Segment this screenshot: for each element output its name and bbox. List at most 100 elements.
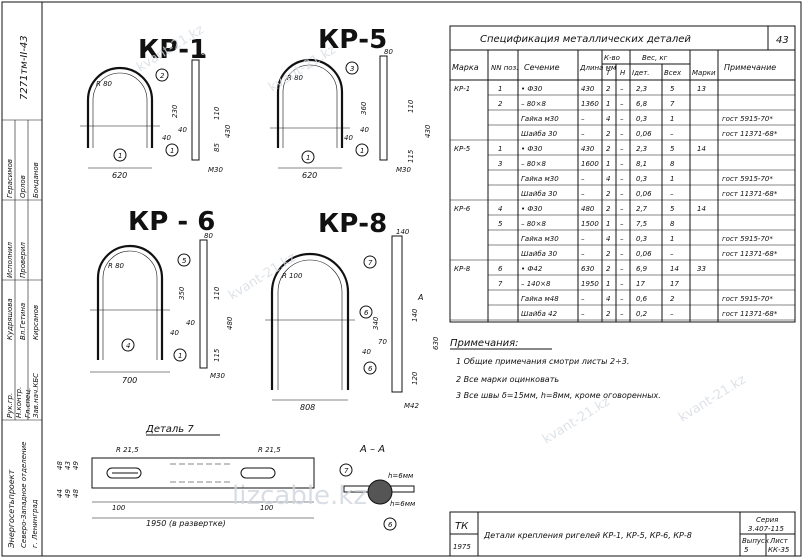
kr6-callout xyxy=(173,348,187,362)
kr5-d1: 40 xyxy=(360,126,369,134)
note-item: 1 Общие примечания смотри листы 2÷3. xyxy=(456,357,629,366)
detail7-slot-left xyxy=(106,467,142,479)
title-caption: Детали крепления ригелей КР-1, КР-5, КР-… xyxy=(483,531,692,540)
kr8-title: КР-8 xyxy=(318,209,387,239)
kr5-callout xyxy=(345,61,359,75)
kr8-callout xyxy=(359,305,373,319)
kr6-h1: 350 xyxy=(178,286,186,300)
spec-cell-dl: – xyxy=(581,175,585,183)
spec-cell-sech: Шайба 30 xyxy=(521,250,558,258)
spec-cell-d: 7,5 xyxy=(636,220,648,228)
drawing-kr6: КР - 6 700 R 80 80 350 480 110 115 40 40… xyxy=(90,207,234,385)
spec-cell-n: – xyxy=(620,205,624,213)
spec-cell-t: 1 xyxy=(606,100,610,108)
kr6-h4: 115 xyxy=(213,348,221,362)
svg-text:7: 7 xyxy=(368,259,373,267)
spec-cell-v: 17 xyxy=(670,280,679,288)
kr5-title: КР-5 xyxy=(318,25,387,55)
stamp-role: Рук.гр. xyxy=(6,393,14,418)
svg-text:49: 49 xyxy=(64,489,72,498)
stamp-role: Исполнил xyxy=(6,241,14,278)
kr8-radius: R 100 xyxy=(282,272,303,280)
kr1-h4: 85 xyxy=(213,143,221,152)
kr6-top: 80 xyxy=(204,232,213,240)
kr8-h1: 340 xyxy=(372,316,380,330)
drawing-kr1: КР-1 620 R 80 80 230 430 110 85 40 40 М3… xyxy=(80,35,232,180)
svg-text:6: 6 xyxy=(364,309,369,317)
spec-cell-m: 14 xyxy=(697,205,706,213)
kr8-width: 808 xyxy=(300,403,315,412)
spec-cell-sech: Гайка м30 xyxy=(521,175,559,183)
stamp-org: Северо-Западное отделение xyxy=(20,442,28,548)
drawing-kr5: КР-5 620 R 80 80 360 430 110 115 40 40 М… xyxy=(270,25,432,180)
kr8-h2: 630 xyxy=(432,336,440,350)
spec-h-kvo: К-во xyxy=(604,54,620,62)
spec-cell-t: 2 xyxy=(606,130,611,138)
spec-cell-dl: 1500 xyxy=(581,220,599,228)
spec-cell-d: 2,3 xyxy=(636,85,647,93)
spec-cell-n: – xyxy=(620,235,624,243)
spec-cell-pos: 5 xyxy=(498,220,503,228)
series-value: 3.407-115 xyxy=(748,525,784,533)
kr5-callout xyxy=(301,150,315,164)
detail7-strip xyxy=(91,457,315,489)
svg-text:43: 43 xyxy=(64,461,72,470)
sheet-number: 43 xyxy=(776,35,789,46)
kr1-h3: 110 xyxy=(213,106,221,120)
spec-cell-n: – xyxy=(620,115,624,123)
spec-h-sech: Сечение xyxy=(524,63,560,72)
kr1-d1: 40 xyxy=(178,126,187,134)
spec-cell-v: – xyxy=(670,250,674,258)
spec-cell-t: 1 xyxy=(606,160,610,168)
spec-cell-v: 2 xyxy=(670,295,675,303)
spec-cell-d: 2,3 xyxy=(636,145,647,153)
kr6-callout xyxy=(121,338,135,352)
svg-text:h=6мм: h=6мм xyxy=(388,472,414,480)
detail7-r-left: R 21,5 xyxy=(116,446,139,454)
kr5-top: 80 xyxy=(384,48,393,56)
spec-cell-t: 1 xyxy=(606,280,610,288)
spec-cell-t: 2 xyxy=(606,310,611,318)
spec-cell-pos: 1 xyxy=(498,145,502,153)
spec-cell-sech: – 80×8 xyxy=(521,100,546,108)
stamp-name: Кирсанов xyxy=(32,305,40,340)
spec-cell-n: – xyxy=(620,310,624,318)
spec-cell-sech: • Ф30 xyxy=(521,145,543,153)
spec-table: Спецификация металлических деталей 43 Ма… xyxy=(449,25,796,323)
spec-cell-v: 1 xyxy=(670,175,674,183)
kr8-top: 140 xyxy=(396,228,410,236)
kr5-u-bolt xyxy=(276,58,344,148)
spec-cell-dl: 480 xyxy=(581,205,595,213)
spec-cell-t: 2 xyxy=(606,250,611,258)
spec-cell-dl: 430 xyxy=(581,145,595,153)
kr8-h3: 140 xyxy=(411,308,419,322)
stamp-name: Орлов xyxy=(19,175,27,198)
spec-cell-dl: – xyxy=(581,190,585,198)
kr6-plate xyxy=(199,239,208,369)
spec-h-pos: NN поз. xyxy=(491,64,519,72)
kr5-width: 620 xyxy=(302,171,317,180)
spec-cell-v: 5 xyxy=(670,145,675,153)
kr1-plate xyxy=(191,59,200,161)
watermark-logo: lizcable.kz xyxy=(232,481,367,511)
kr5-h2: 430 xyxy=(424,124,432,138)
watermark: kvant-21.kz xyxy=(676,372,749,425)
tk-year: 1975 xyxy=(453,543,471,551)
spec-cell-m: 14 xyxy=(697,145,706,153)
svg-text:44: 44 xyxy=(56,489,64,498)
detail7-title: Деталь 7 xyxy=(145,424,194,435)
stamp-name: Герасимов xyxy=(6,159,14,198)
kr6-bolt: М30 xyxy=(210,372,225,380)
kr1-u-bolt xyxy=(86,66,154,148)
spec-cell-t: 2 xyxy=(606,85,611,93)
spec-cell-n: – xyxy=(620,295,624,303)
kr8-section-mark: А xyxy=(417,293,423,302)
spec-cell-d: 0,2 xyxy=(636,310,648,318)
svg-text:6: 6 xyxy=(388,521,393,529)
kr6-radius: R 80 xyxy=(108,262,125,270)
note-item: 2 Все марки оцинковать xyxy=(456,375,559,384)
stamp-role: Зав.нач.КБС xyxy=(32,373,40,418)
spec-h-t: Т xyxy=(606,69,611,77)
kr6-u-bolt xyxy=(96,244,164,360)
